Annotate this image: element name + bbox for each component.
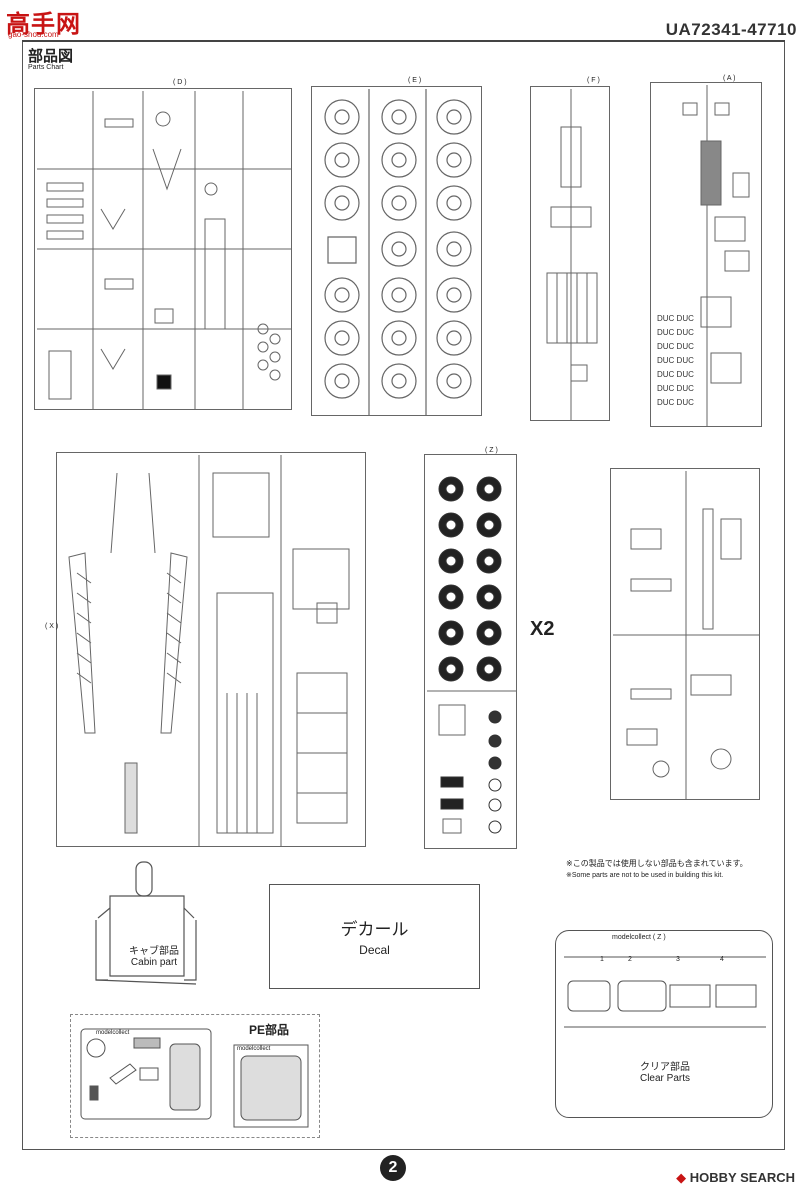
- sprue-z-letter: Z: [489, 447, 494, 454]
- sprue-a-parts: DUC DUC DUC DUC DUC DUC DUC DUC DUC DUC …: [657, 85, 750, 426]
- sprue-d-letter: D: [177, 79, 183, 86]
- svg-text:DUC DUC: DUC DUC: [657, 398, 694, 407]
- sprue-a-letter: A: [726, 75, 732, 82]
- watermark-logo: 高手网: [6, 11, 81, 38]
- sprue-z-multiplier: X2: [530, 618, 555, 640]
- sprue-a-tab: ( A ): [723, 75, 736, 82]
- sprue-x-parts: [68, 455, 350, 846]
- cabin-part-drawing: [95, 861, 197, 985]
- sprue-e: ( E ): [311, 77, 482, 416]
- header-rule: [22, 40, 785, 42]
- sprue-g: [610, 468, 760, 800]
- pe-fret-2: [233, 1044, 309, 1128]
- pe-label: PE部品: [249, 1023, 290, 1037]
- hobby-search-credit: ◆ HOBBY SEARCH: [676, 1170, 795, 1186]
- svg-text:DUC DUC: DUC DUC: [657, 370, 694, 379]
- svg-text:DUC DUC: DUC DUC: [657, 342, 694, 351]
- sprue-d: ( D ): [34, 79, 292, 410]
- sprue-x: ( X ): [45, 452, 366, 847]
- pe-parts-box: [70, 1014, 320, 1138]
- section-subtitle: Parts Chart: [28, 64, 64, 71]
- clear-brand-text: modelcollect: [612, 934, 651, 941]
- product-code: UA72341-47710: [665, 20, 797, 39]
- clear-parts-box: [555, 930, 773, 1118]
- sprue-f-parts: [546, 89, 598, 420]
- cabin-label-jp: キャブ部品: [129, 946, 179, 957]
- clear-part-4: 4: [720, 956, 724, 963]
- watermark-url: gao-shou.com: [8, 30, 59, 39]
- sprue-d-parts: [37, 91, 291, 409]
- sprue-x-letter: X: [49, 623, 54, 630]
- decal-label-en: Decal: [359, 943, 390, 957]
- clear-label-en: Clear Parts: [639, 1073, 690, 1084]
- sprue-e-tab: ( E ): [408, 77, 422, 84]
- clear-part-1: 1: [600, 956, 604, 963]
- pe-fret-1-brand: modelcollect: [96, 1030, 130, 1036]
- cabin-label-en: Cabin part: [130, 957, 178, 968]
- sprue-g-parts: [613, 471, 759, 799]
- sprue-z: ( Z ): [424, 447, 517, 849]
- sprue-d-tab: ( D ): [173, 79, 187, 86]
- decal-label-jp: デカール: [340, 920, 409, 939]
- sprue-e-wheels: [324, 89, 472, 415]
- hobby-search-icon: ◆: [676, 1170, 687, 1185]
- clear-part-3: 3: [676, 956, 680, 963]
- svg-text:DUC DUC: DUC DUC: [657, 356, 694, 365]
- clear-parts-sprue: [564, 956, 766, 1028]
- sprue-a: DUC DUC DUC DUC DUC DUC DUC DUC DUC DUC …: [650, 75, 762, 427]
- sprue-e-letter: E: [412, 77, 417, 84]
- clear-tab-letter: Z: [657, 934, 662, 941]
- hobby-search-text: HOBBY SEARCH: [689, 1170, 795, 1185]
- svg-text:DUC DUC: DUC DUC: [657, 328, 694, 337]
- section-title: 部品図: [28, 48, 74, 65]
- pe-fret-1: [80, 1028, 212, 1120]
- note-en: ※Some parts are not to be used in buildi…: [566, 872, 724, 879]
- page-number: 2: [380, 1155, 406, 1181]
- sprue-f-letter: F: [591, 77, 596, 84]
- svg-text:DUC DUC: DUC DUC: [657, 314, 694, 323]
- sprue-x-tab: ( X ): [45, 623, 59, 630]
- clear-brand: modelcollect ( Z ): [612, 934, 666, 941]
- clear-label-jp: クリア部品: [640, 1062, 690, 1073]
- sprue-f: ( F ): [530, 77, 610, 421]
- note-jp: ※この製品では使用しない部品も含まれています。: [566, 859, 748, 868]
- svg-text:DUC DUC: DUC DUC: [657, 384, 694, 393]
- sprue-f-tab: ( F ): [587, 77, 600, 84]
- pe-fret-2-brand: modelcollect: [237, 1046, 271, 1052]
- sprue-z-tab: ( Z ): [485, 447, 498, 454]
- clear-part-2: 2: [628, 956, 632, 963]
- sprue-z-tires: [427, 476, 516, 834]
- decal-box: デカール Decal: [269, 884, 480, 989]
